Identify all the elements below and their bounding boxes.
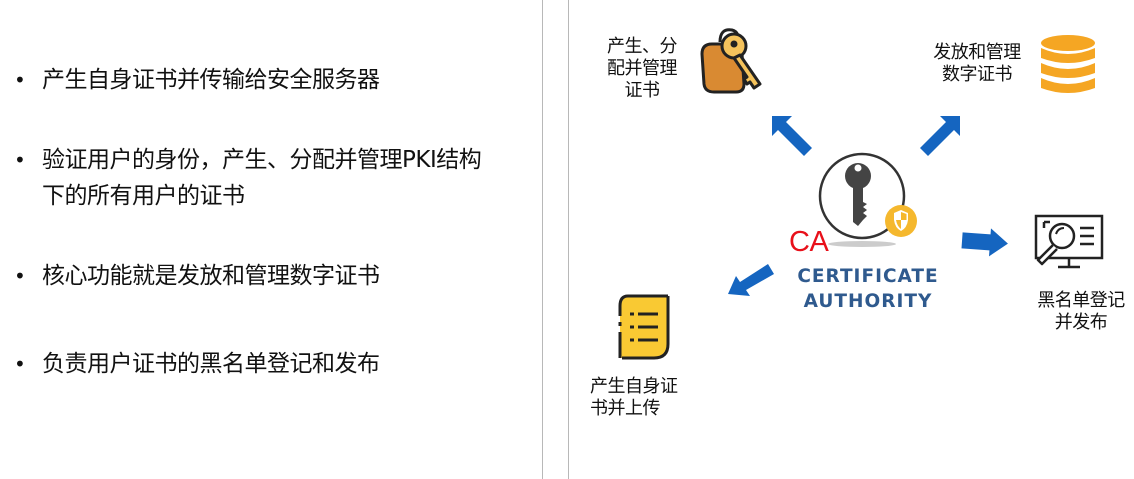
label-line: 并发布 — [1054, 312, 1108, 333]
bullet-item: • 验证用户的身份，产生、分配并管理PKI结构下的所有用户的证书 — [14, 142, 482, 214]
arrow-right-icon — [961, 228, 1008, 257]
monitor-search-icon — [1034, 214, 1104, 269]
bullet-dot: • — [14, 352, 26, 376]
label-line: 书并上传 — [590, 398, 661, 419]
bullet-item: • 产生自身证书并传输给安全服务器 — [14, 62, 512, 98]
bullet-text: 产生自身证书并传输给安全服务器 — [42, 67, 380, 93]
label-line: 产生、分 — [607, 36, 678, 57]
node-label-bottom-left: 产生自身证 书并上传 — [590, 376, 700, 420]
key-tag-icon — [700, 28, 762, 94]
arrow-up-left-icon — [772, 116, 812, 156]
ca-abbreviation: CA — [789, 226, 829, 258]
divider-line — [542, 0, 543, 479]
label-line: 黑名单登记 — [1037, 290, 1125, 311]
node-label-top-left: 产生、分 配并管理 证书 — [596, 36, 688, 102]
label-line: 产生自身证 — [590, 376, 678, 397]
node-label-right: 黑名单登记 并发布 — [1028, 290, 1134, 334]
label-line: 发放和管理 — [933, 42, 1021, 63]
arrow-up-right-icon — [920, 116, 960, 156]
database-icon — [1041, 35, 1095, 93]
arrow-down-left-icon — [728, 264, 774, 296]
ca-line-2: AUTHORITY — [803, 291, 933, 312]
ca-line-1: CERTIFICATE — [797, 266, 939, 287]
label-line: 数字证书 — [942, 64, 1013, 85]
bullet-text: 核心功能就是发放和管理数字证书 — [42, 263, 380, 289]
label-line: 证书 — [624, 80, 661, 101]
document-list-icon — [618, 294, 670, 360]
node-label-top-right: 发放和管理 数字证书 — [922, 42, 1032, 86]
bullet-text: 负责用户证书的黑名单登记和发布 — [42, 351, 380, 377]
bullet-text: 验证用户的身份，产生、分配并管理PKI结构下的所有用户的证书 — [42, 147, 482, 209]
bullet-item: • 负责用户证书的黑名单登记和发布 — [14, 346, 512, 382]
bullet-dot: • — [14, 148, 26, 172]
divider-line — [568, 0, 569, 479]
key-shield-icon — [818, 152, 917, 247]
label-line: 配并管理 — [607, 58, 678, 79]
bullet-item: • 核心功能就是发放和管理数字证书 — [14, 258, 512, 294]
ca-full-name: CERTIFICATE AUTHORITY — [782, 264, 954, 314]
bullet-dot: • — [14, 264, 26, 288]
bullet-dot: • — [14, 68, 26, 92]
